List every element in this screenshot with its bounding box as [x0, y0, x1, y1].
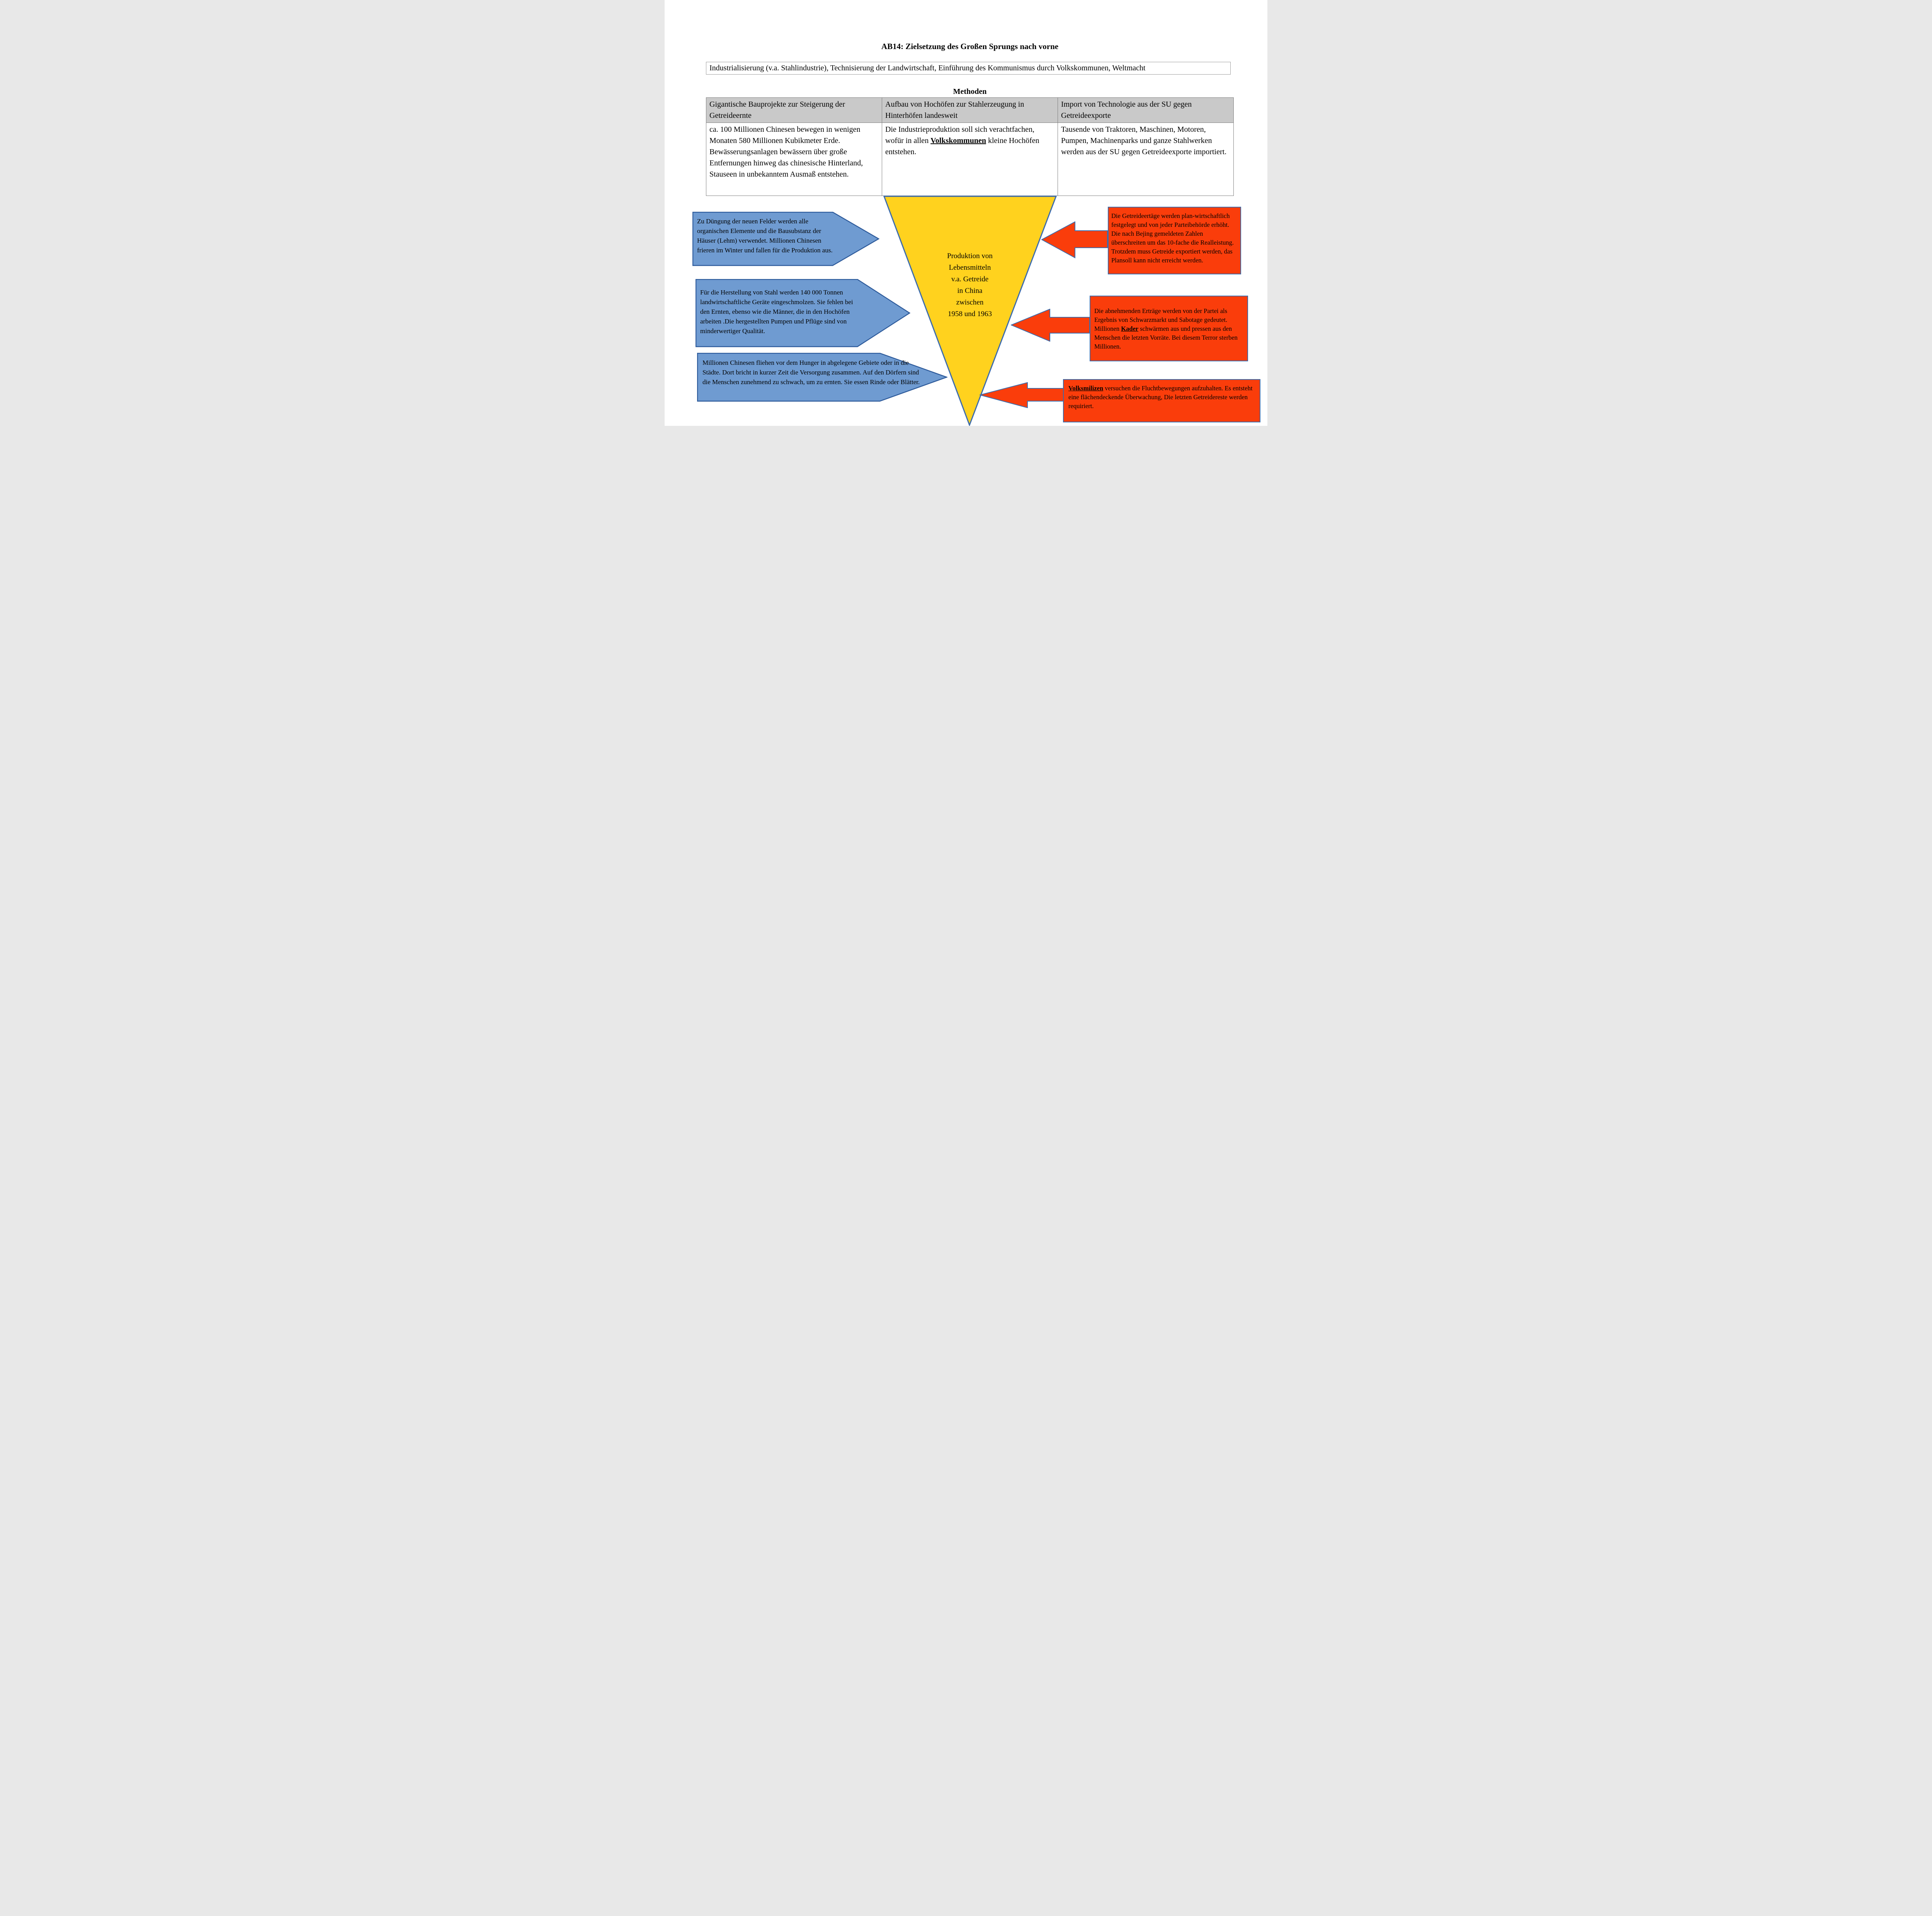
keyword-kader: Kader: [1121, 325, 1139, 332]
methods-header-hochoefen: Aufbau von Hochöfen zur Stahlerzeugung i…: [882, 97, 1058, 123]
right-pointing-arrow-icon: [697, 353, 947, 402]
left-arrow-icon: [1041, 221, 1108, 259]
note-duengung: Zu Düngung der neuen Felder werden alle …: [692, 212, 879, 266]
funnel-triangle: [881, 193, 1060, 426]
funnel-label-line: Produktion von: [947, 252, 993, 260]
methods-table-body-row: ca. 100 Millionen Chinesen bewegen in we…: [706, 123, 1234, 196]
note-text-post: schwärmen aus und pressen aus den Mensch…: [1094, 325, 1238, 350]
funnel-label-line: Lebensmitteln: [949, 264, 991, 272]
methods-cell-bauprojekte: ca. 100 Millionen Chinesen bewegen in we…: [706, 123, 882, 196]
left-arrow-icon: [1011, 309, 1090, 342]
cell-text-pre: Die Industrieproduktion soll sich verach…: [885, 125, 1034, 145]
methods-cell-import: Tausende von Traktoren, Maschinen, Motor…: [1058, 123, 1234, 196]
note-volksmilizen: Volksmilizen versuchen die Fluchtbewegun…: [1063, 379, 1260, 422]
note-flucht: Millionen Chinesen fliehen vor dem Hunge…: [697, 353, 947, 402]
funnel-label-line: zwischen: [956, 298, 984, 306]
right-pointing-arrow-icon: [692, 212, 879, 266]
goals-box: Industrialisierung (v.a. Stahlindustrie)…: [706, 62, 1231, 75]
note-stahl: Für die Herstellung von Stahl werden 140…: [696, 279, 910, 347]
methods-table: Gigantische Bauprojekte zur Steigerung d…: [706, 97, 1234, 196]
funnel-triangle-icon: [883, 196, 1057, 426]
keyword-volksmilizen: Volksmilizen: [1068, 385, 1104, 392]
note-stahl-text: Für die Herstellung von Stahl werden 140…: [700, 289, 853, 335]
funnel-label-line: in China: [957, 287, 983, 295]
methods-cell-hochoefen: Die Industrieproduktion soll sich verach…: [882, 123, 1058, 196]
note-flucht-text: Millionen Chinesen fliehen vor dem Hunge…: [702, 359, 920, 386]
note-plansoll: Die Getreideertäge werden plan-wirtschaf…: [1108, 207, 1241, 274]
funnel-label-line: v.a. Getreide: [951, 275, 989, 283]
note-text-post: versuchen die Fluchtbewegungen aufzuhalt…: [1068, 385, 1253, 410]
keyword-volkskommunen: Volkskommunen: [930, 136, 986, 145]
left-block-arrow-top: [1041, 221, 1108, 259]
left-block-arrow-bottom: [980, 382, 1069, 408]
methods-heading: Methoden: [953, 87, 987, 96]
left-block-arrow-middle: [1011, 309, 1090, 342]
worksheet-page: AB14: Zielsetzung des Großen Sprungs nac…: [665, 0, 1267, 426]
right-pointing-arrow-icon: [696, 279, 910, 347]
methods-header-import: Import von Technologie aus der SU gegen …: [1058, 97, 1234, 123]
note-text-pre: Die abnehmenden Erträge werden von der P…: [1094, 307, 1228, 332]
methods-header-bauprojekte: Gigantische Bauprojekte zur Steigerung d…: [706, 97, 882, 123]
note-kader: Die abnehmenden Erträge werden von der P…: [1090, 296, 1248, 361]
methods-table-header-row: Gigantische Bauprojekte zur Steigerung d…: [706, 97, 1234, 123]
funnel-label-line: 1958 und 1963: [948, 310, 992, 318]
page-title: AB14: Zielsetzung des Großen Sprungs nac…: [881, 42, 1059, 51]
note-duengung-text: Zu Düngung der neuen Felder werden alle …: [697, 218, 833, 254]
funnel-label: Produktion von Lebensmitteln v.a. Getrei…: [900, 250, 1039, 320]
cell-text-post: kleine Hochöfen entstehen.: [885, 136, 1039, 156]
left-arrow-icon: [980, 382, 1069, 408]
